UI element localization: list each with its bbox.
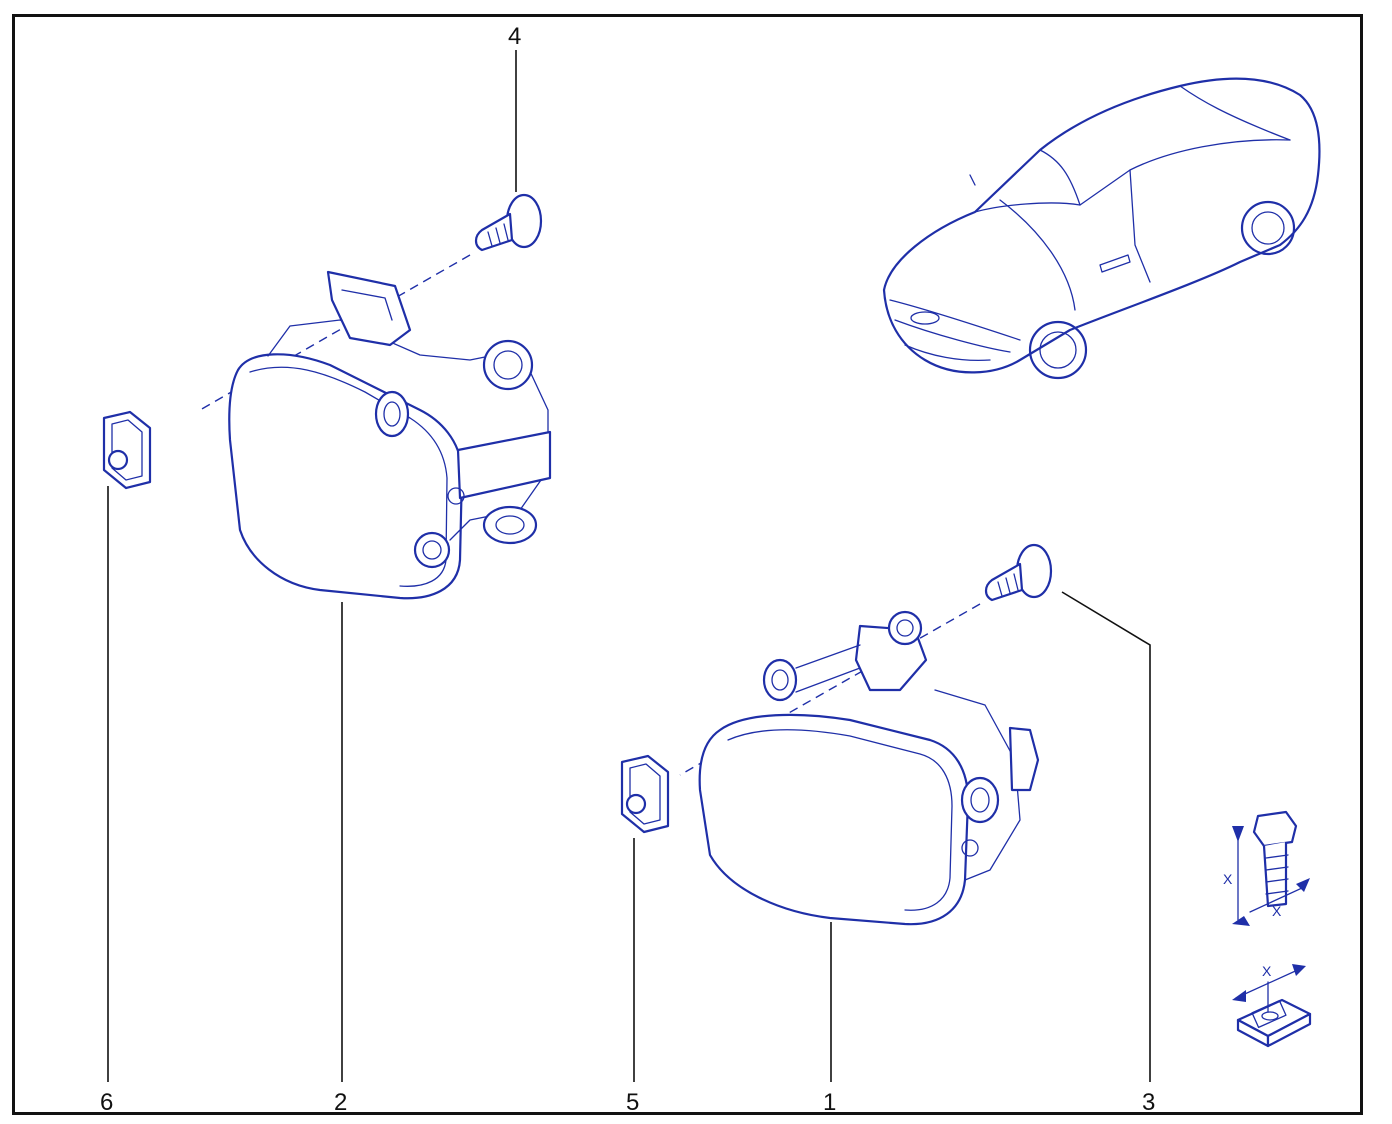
fog-lamp-illustration-left bbox=[228, 270, 552, 600]
callout-5: 5 bbox=[626, 1089, 639, 1116]
callout-4: 4 bbox=[508, 23, 521, 50]
clip-nut-illustration-middle bbox=[620, 754, 670, 834]
torque-nut-icon: X bbox=[1232, 963, 1312, 1048]
leader-line-3 bbox=[1061, 591, 1151, 1082]
torque-bolt-x-right: X bbox=[1272, 903, 1282, 919]
diagram-frame bbox=[12, 14, 1363, 1115]
car-illustration bbox=[882, 77, 1321, 380]
fog-lamp-illustration-right bbox=[698, 610, 1040, 926]
torque-bolt-x-left: X bbox=[1223, 871, 1233, 887]
callout-6: 6 bbox=[100, 1089, 113, 1116]
torque-nut-x: X bbox=[1262, 963, 1272, 979]
callout-1: 1 bbox=[823, 1089, 836, 1116]
callout-3: 3 bbox=[1142, 1089, 1155, 1116]
callout-2: 2 bbox=[334, 1089, 347, 1116]
screw-illustration-right bbox=[984, 543, 1053, 602]
screw-illustration-top bbox=[474, 193, 543, 252]
clip-nut-illustration-left bbox=[102, 410, 152, 490]
torque-bolt-icon: X X bbox=[1223, 810, 1310, 926]
